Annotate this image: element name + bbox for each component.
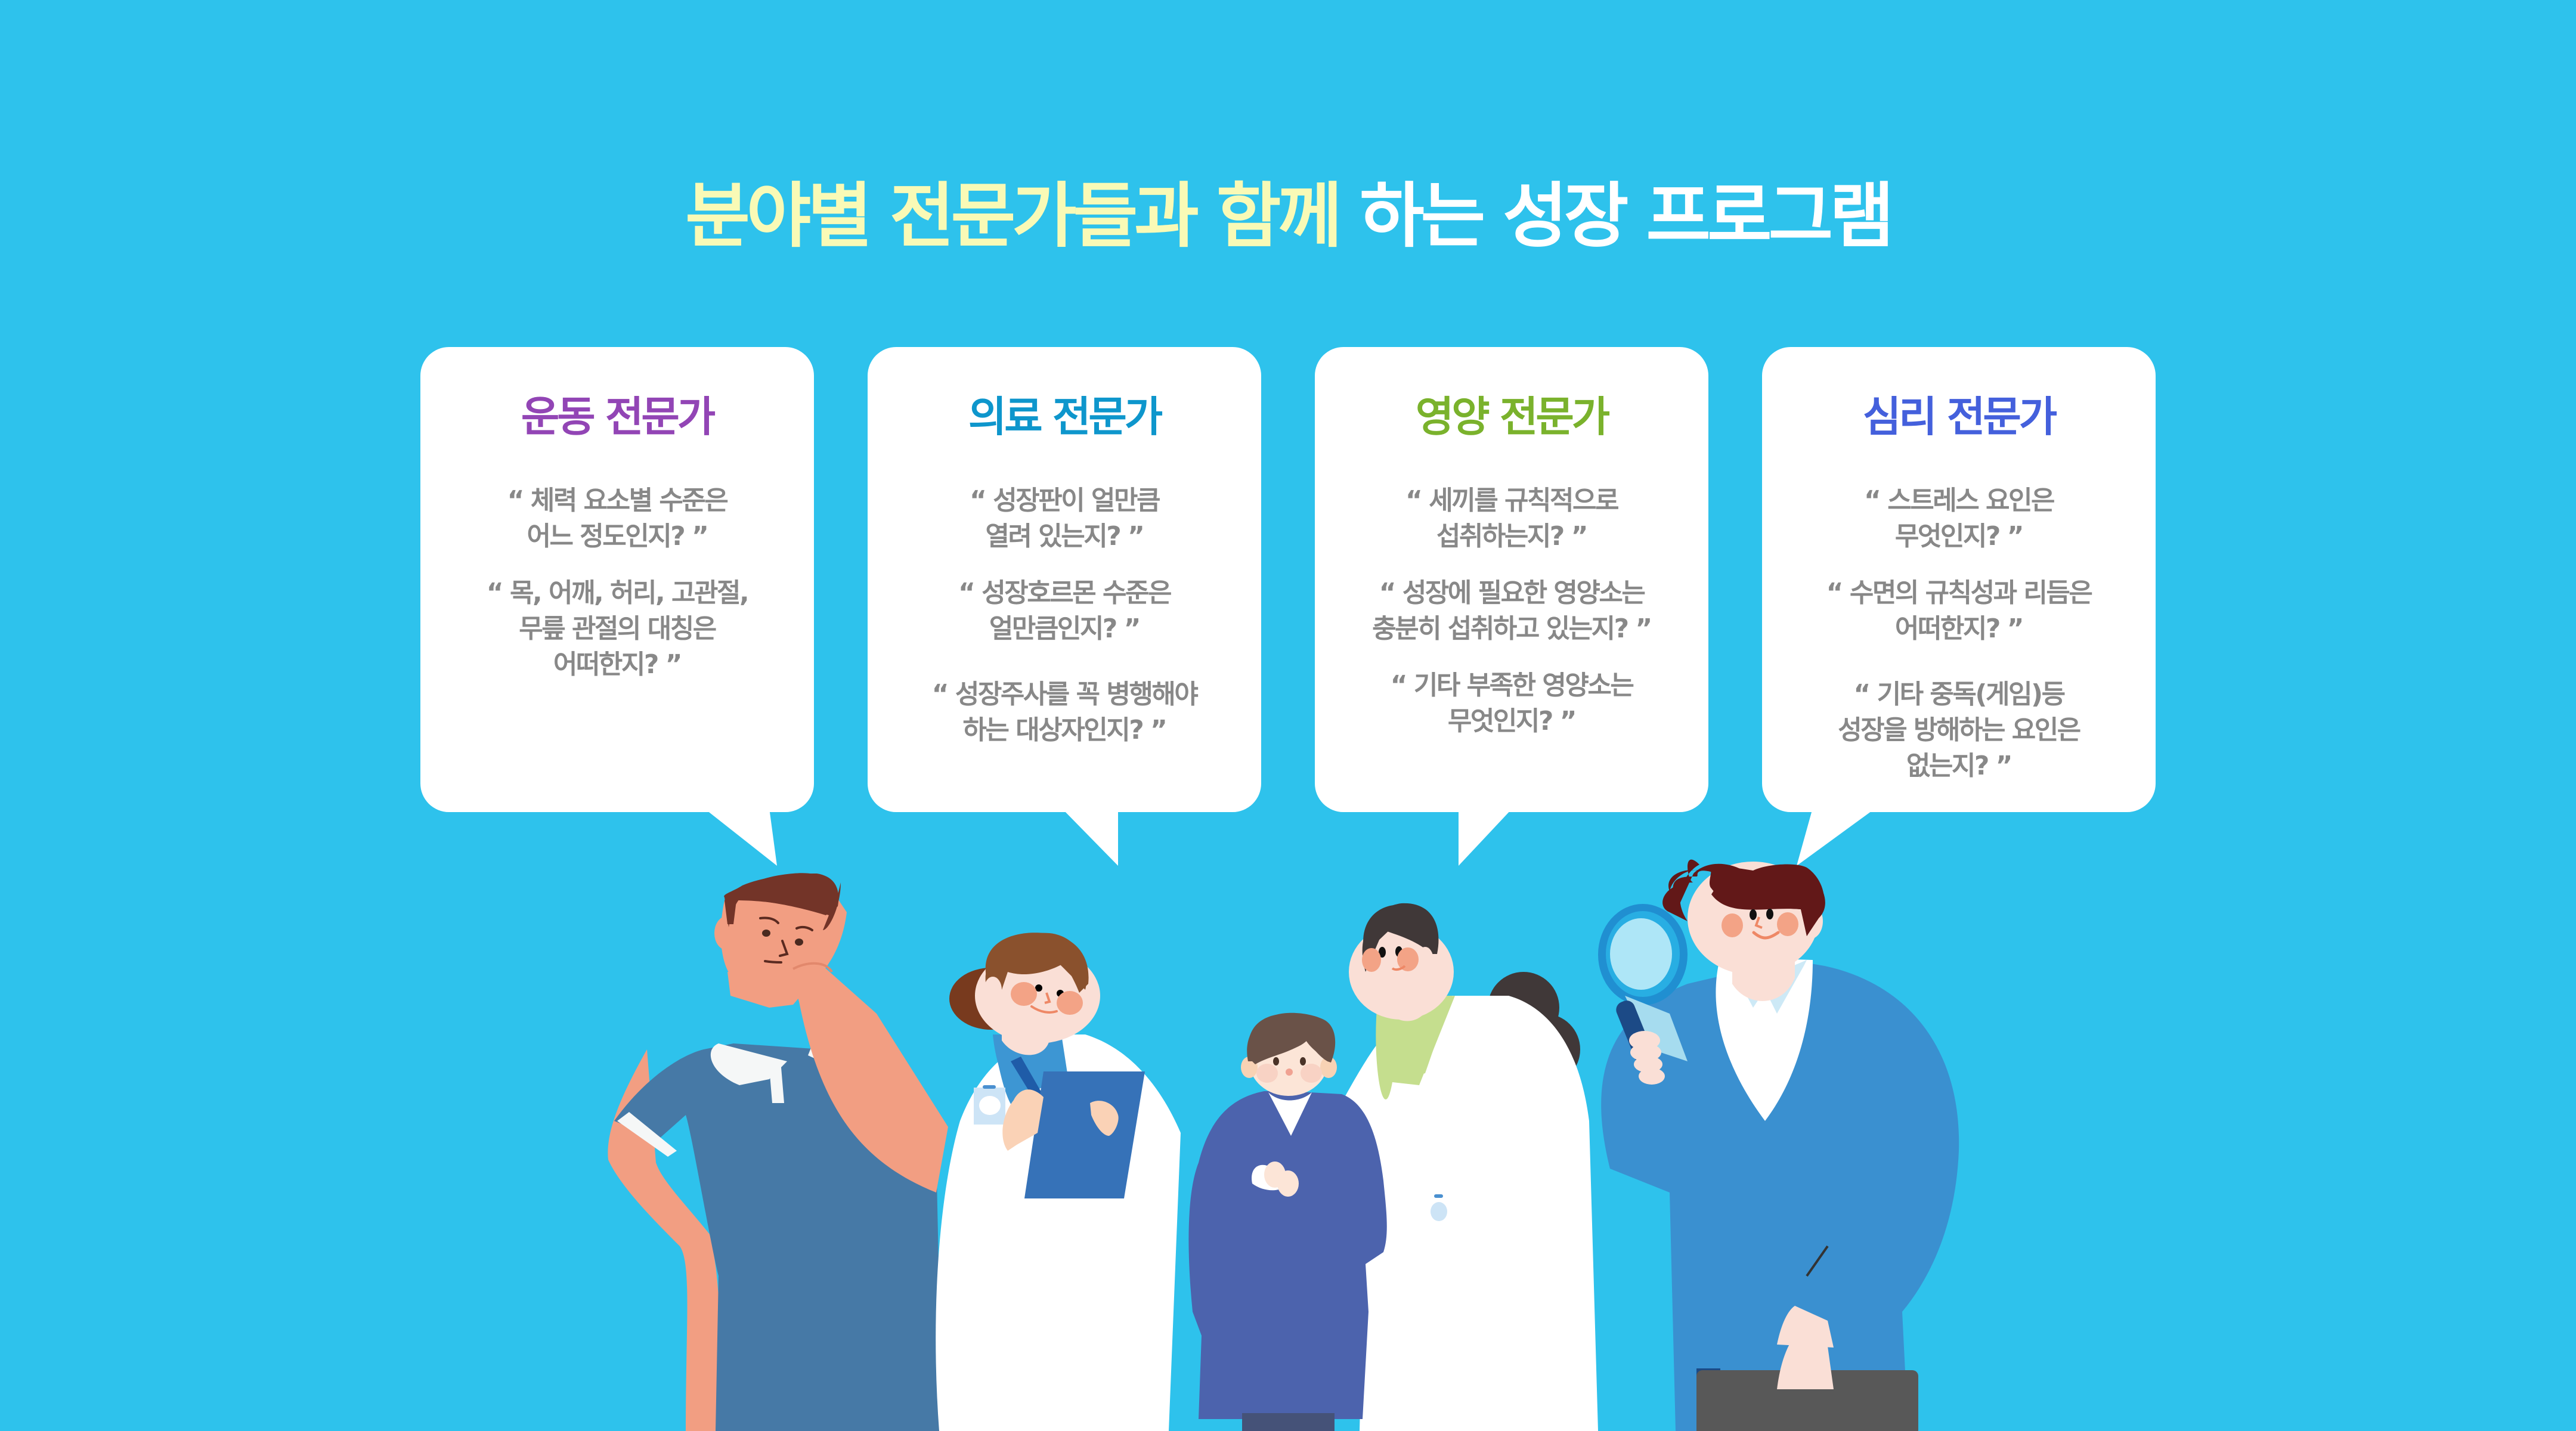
card-heading: 영양 전문가 <box>1415 392 1610 441</box>
card-heading: 의료 전문가 <box>968 392 1163 441</box>
psychology-expert-man-figure <box>1598 859 1959 1431</box>
question: “ 기타 부족한 영양소는 무엇인지? ” <box>1390 670 1634 736</box>
child-figure <box>1188 1012 1387 1431</box>
question: “ 목, 어깨, 허리, 고관절, 무릎 관절의 대칭은 어떠한지? ” <box>486 578 750 680</box>
question: “ 수면의 규칙성과 리듬은 어떠한지? ” <box>1826 578 2093 644</box>
title-highlight: 분야별 전문가들과 함께 <box>685 175 1342 257</box>
page-title: 분야별 전문가들과 함께 하는 성장 프로그램 <box>0 174 2576 258</box>
expert-card-nutrition: 영양 전문가 “ 세끼를 규칙적으로 섭취하는지? ” “ 성장에 필요한 영양… <box>1315 347 1708 812</box>
question: “ 성장판이 얼만큼 열려 있는지? ” <box>970 485 1160 552</box>
question: “ 성장주사를 꼭 병행해야 하는 대상자인지? ” <box>931 679 1199 745</box>
medical-doctor-woman-figure <box>936 933 1181 1431</box>
question: “ 성장호르몬 수준은 얼만큼인지? ” <box>958 578 1172 644</box>
card-heading: 심리 전문가 <box>1862 392 2057 441</box>
title-rest: 하는 성장 프로그램 <box>1339 175 1894 257</box>
card-heading: 운동 전문가 <box>521 392 716 441</box>
nutrition-expert-woman-figure <box>1345 903 1598 1431</box>
question: “ 스트레스 요인은 무엇인지? ” <box>1864 485 2055 552</box>
expert-card-medical: 의료 전문가 “ 성장판이 얼만큼 열려 있는지? ” “ 성장호르몬 수준은 … <box>868 347 1261 812</box>
expert-card-exercise: 운동 전문가 “ 체력 요소별 수준은 어느 정도인지? ” “ 목, 어깨, … <box>420 347 814 812</box>
question: “ 기타 중독(게임)등 성장을 방해하는 요인은 없는지? ” <box>1838 679 2081 781</box>
expert-card-psychology: 심리 전문가 “ 스트레스 요인은 무엇인지? ” “ 수면의 규칙성과 리듬은… <box>1762 347 2156 812</box>
exercise-expert-man-figure <box>608 873 948 1431</box>
question: “ 성장에 필요한 영양소는 충분히 섭취하고 있는지? ” <box>1372 578 1652 644</box>
question: “ 세끼를 규칙적으로 섭취하는지? ” <box>1405 485 1619 552</box>
question: “ 체력 요소별 수준은 어느 정도인지? ” <box>507 485 729 552</box>
